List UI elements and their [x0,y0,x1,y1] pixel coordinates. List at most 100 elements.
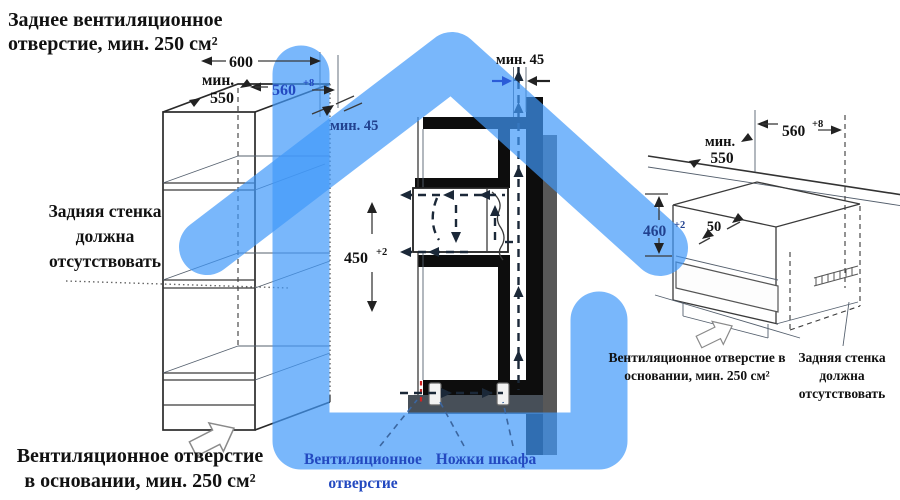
dim-450-label: 450 [344,250,368,267]
oven-niche-bottom-panel [418,255,510,267]
base-vent-note-right-line2: основании, мин. 250 см² [624,368,769,383]
dim-560-label: 560 [272,82,296,99]
worktop-edge-line [647,155,900,196]
dim-550-label: 550 [710,150,734,167]
airflow-arrowhead-left [400,190,411,200]
vent-opening-label-line1: Вентиляционное [304,451,422,468]
front-rail-line [675,255,779,281]
rear-vent-title-line2: отверстие, мин. 250 см² [8,33,218,55]
dim-550-label: 550 [210,90,234,107]
airflow-arrowhead-right [482,388,493,398]
dim-460-label: 460 [643,223,667,240]
airflow-arrowhead-up [513,286,524,297]
dim-arrow-right [324,85,335,95]
dim-arrow-right [831,125,842,135]
base-front-edge [672,299,779,325]
dim-560-label: 560 [782,123,806,140]
oven-front-panel [675,261,779,313]
vent-opening-leader [379,399,418,447]
hidden-inner-edge [789,305,861,331]
center-dimensions: мин. 45 [492,52,550,86]
oven-body [412,187,509,253]
dim-arrow-ne [732,213,744,223]
house-base-u-shape [272,45,628,470]
dim-arrow-up [367,202,377,213]
dim-arrow-line [726,221,741,230]
gap-arrowhead-blue [502,76,512,86]
base-vent-arrow-right [695,320,733,349]
dim-arrow-ne [322,105,334,116]
base-vent-arrow-left [188,421,236,458]
right-cabinet-dimensions: мин. 550 560 +8 460 +2 50 [643,119,842,257]
back-wall-note-line2: должна [76,226,135,246]
room-wall [526,97,543,455]
gap-tick [335,95,355,105]
gap-arrowhead-black [527,76,537,86]
dim-arrow-right [310,56,321,66]
dim-min45-center-label: мин. 45 [496,52,544,68]
dim-min-label: мин. [202,72,234,89]
dim-arrow-down [654,243,664,254]
airflow-arrowhead-up [513,166,524,177]
dim-50-label: 50 [707,219,722,235]
airflow-arrowhead-up [490,205,500,216]
dim-arrow-sw [189,98,201,107]
left-cabinet-dimensions: 600 мин. 550 560 +8 мин. 45 450 +2 [189,54,387,312]
base-vent-note-left-line2: в основании, мин. 250 см² [24,470,255,492]
dim-560-superscript: +8 [812,119,823,130]
oven-niche-top-panel [415,178,510,188]
airflow-loop-curve [431,197,441,241]
shelf-depth-line [162,345,239,374]
airflow-arrowhead-left [428,247,439,257]
back-wall-note-right-line3: отсутствовать [799,386,885,401]
cabinet-inner-wall-lower [498,267,510,380]
feet-leader [439,401,465,447]
back-wall-note-right-line1: Задняя стенка [798,350,885,365]
cabinet-plinth [408,395,543,414]
niche-opening [672,181,861,228]
right-cabinet-drawing [647,110,900,347]
dim-arrow-ne [702,229,714,239]
floor-line [654,294,801,339]
airflow-arrowhead-left [400,247,411,257]
dim-arrow-left [201,56,212,66]
base-vent-note-left-line1: Вентиляционное отверстие [17,445,264,467]
dim-560-superscript: +8 [303,78,314,89]
left-cabinet-front-face [162,111,256,431]
airflow-arrowhead-up [513,70,524,81]
dim-arrow-ne [240,79,252,88]
center-section-drawing [400,67,557,455]
airflow-arrowhead-left [443,190,454,200]
house-airflow-overlay [179,32,688,470]
vent-grille [813,265,859,287]
dim-arrow-down [367,301,377,312]
back-wall-note-leader [65,280,291,289]
dim-arrow-sw [689,159,701,168]
back-wall-note-leader [842,301,850,347]
gap-tick [343,102,363,112]
dim-arrow-ne [741,133,753,142]
back-wall-note-line3: отсутствовать [49,251,161,271]
rear-vent-title-line1: Заднее вентиляционное [8,9,223,31]
worktop-underside-line [647,166,900,206]
base-vent-note-right-line1: Вентиляционное отверстие в [608,350,785,365]
dim-460-superscript: +2 [674,220,685,231]
base-side-edge [775,301,859,325]
label-leaders [379,399,514,447]
dim-min-label: мин. [705,134,735,150]
vent-opening-label-line2: отверстие [328,475,397,492]
airflow-arrowhead-down [451,232,461,243]
back-wall-note-line1: Задняя стенка [48,201,161,221]
wall-shadow [543,135,557,455]
dim-arrow-line [698,237,711,245]
dim-600-label: 600 [229,54,253,71]
text-annotations: Заднее вентиляционное отверстие, мин. 25… [8,9,886,492]
back-wall-note-right-line2: должна [819,368,865,383]
airflow-arrowhead-up [513,350,524,361]
shelf-depth-line [162,155,239,184]
feet-leader [502,401,514,447]
cabinet-feet-label: Ножки шкафа [436,451,537,468]
dim-min45-left-label: мин. 45 [330,118,378,134]
oven-fan-outline [491,191,505,261]
